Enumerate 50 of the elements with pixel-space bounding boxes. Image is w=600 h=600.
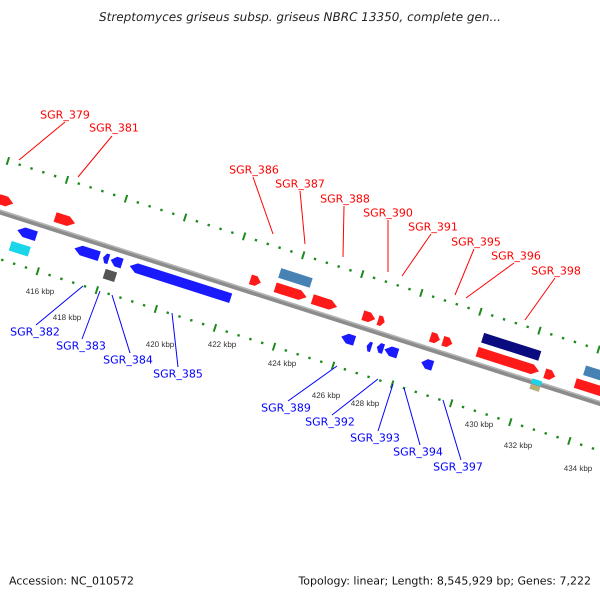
gene-label: SGR_392	[305, 416, 355, 428]
gene-label: SGR_396	[491, 250, 541, 262]
scale-label: 424 kbp	[268, 360, 296, 368]
gene-label: SGR_394	[393, 446, 443, 458]
title: Streptomyces griseus subsp. griseus NBRC 13350, complete gen...	[99, 11, 501, 23]
gene-label: SGR_379	[40, 110, 90, 120]
leader-line	[402, 234, 432, 276]
scale-label: 422 kbp	[208, 341, 236, 349]
gene-label: SGR_391	[408, 222, 458, 232]
leader-line	[378, 384, 394, 432]
leader-line	[252, 176, 274, 234]
leader-line	[18, 122, 66, 160]
leader-line	[300, 190, 306, 244]
leader-line	[404, 388, 420, 446]
gene-label: SGR_398	[531, 266, 581, 276]
gene-label: SGR_382	[10, 326, 60, 338]
leader-line	[172, 312, 178, 368]
gene-label: SGR_384	[103, 354, 153, 366]
leader-line	[112, 294, 130, 354]
gene-label: SGR_390	[363, 208, 413, 218]
leader-line	[466, 262, 514, 298]
gene-label: SGR_388	[320, 194, 370, 204]
scale-label: 434 kbp	[564, 465, 592, 473]
leader-line	[36, 286, 84, 326]
scale-label: 418 kbp	[52, 314, 82, 322]
gene-label: SGR_385	[153, 368, 203, 380]
scale-label: 416 kbp	[26, 288, 54, 296]
leader-line	[332, 378, 378, 416]
gene-label: SGR_381	[89, 122, 139, 134]
leader-line	[78, 136, 112, 178]
accession-text: Accession: NC_010572	[9, 576, 134, 586]
gene-label: SGR_386	[229, 164, 279, 176]
gene-label: SGR_397	[433, 462, 483, 472]
scale-label: 432 kbp	[504, 442, 532, 450]
gene-label: SGR_393	[350, 432, 400, 444]
leader-line	[442, 400, 462, 460]
leader-line	[288, 366, 338, 402]
scale-label: 426 kbp	[312, 392, 340, 400]
gene-label: SGR_395	[451, 236, 501, 248]
gene-label: SGR_387	[275, 178, 325, 190]
scale-label: 428 kbp	[350, 400, 380, 408]
leader-line	[454, 248, 474, 296]
leader-line	[524, 278, 556, 320]
leader-line	[342, 206, 344, 258]
gene-label: SGR_389	[261, 402, 311, 414]
scale-label: 430 kbp	[464, 421, 494, 429]
scale-label: 420 kbp	[146, 341, 174, 349]
leader-line	[82, 290, 100, 340]
topology-text: Topology: linear; Length: 8,545,929 bp; Genes: 7,222	[298, 576, 591, 586]
gene-label: SGR_383	[56, 340, 106, 352]
